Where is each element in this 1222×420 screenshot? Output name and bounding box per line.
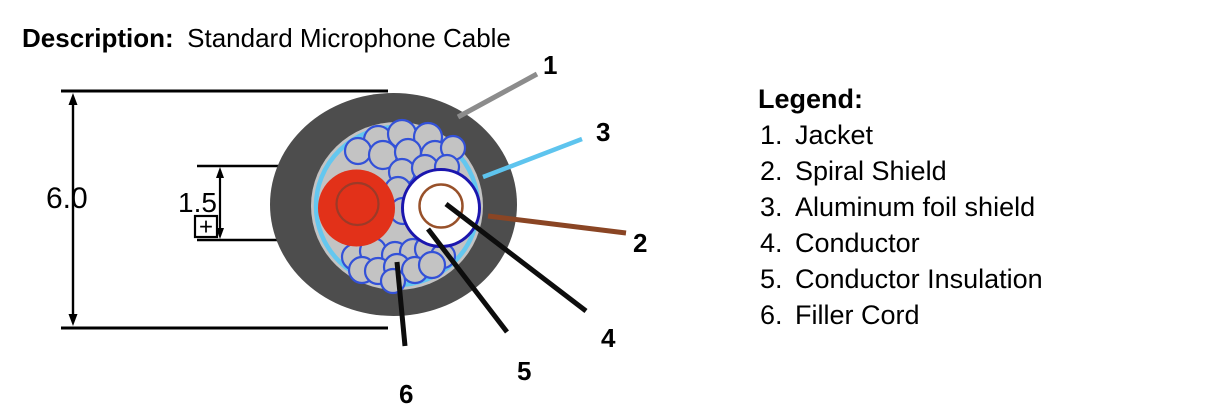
legend-item-label: Jacket <box>795 120 874 150</box>
leader-line-spiral-shield <box>487 213 627 236</box>
callout-label-conductor-insulation: 5 <box>517 356 531 386</box>
position-tolerance-symbol: + <box>199 214 213 241</box>
callout-labels: 1 3 2 4 5 6 <box>399 50 647 409</box>
callout-leaders <box>394 71 627 347</box>
legend-item-number: 4. <box>760 228 783 258</box>
leader-line-conductor-insulation <box>426 227 509 334</box>
dim-6-arrow-up-icon <box>68 93 78 105</box>
callout-label-aluminum-foil-shield: 3 <box>596 117 610 147</box>
leader-line-foil <box>482 136 583 180</box>
leader-line-jacket <box>456 71 539 120</box>
position-tolerance-box <box>193 214 219 239</box>
legend-item-number: 5. <box>760 264 783 294</box>
legend-item-label: Conductor Insulation <box>795 264 1043 294</box>
conductor-insulation-red <box>318 169 395 247</box>
callout-label-conductor: 4 <box>601 323 616 353</box>
legend-item-number: 2. <box>760 156 783 186</box>
legend-item-number: 1. <box>760 120 783 150</box>
page-title-value: Standard Microphone Cable <box>187 23 511 53</box>
shield-strand <box>417 250 447 280</box>
legend-item-label: Conductor <box>795 228 920 258</box>
dim-15-value: 1.5 <box>178 187 217 218</box>
dim-6-value: 6.0 <box>46 182 88 215</box>
legend: Legend: 1. Jacket 2. Spiral Shield 3. Al… <box>758 84 1043 330</box>
callout-label-spiral-shield: 2 <box>633 228 647 258</box>
outer-diameter-dimension: 6.0 <box>46 89 388 330</box>
page-title: Description: Standard Microphone Cable <box>22 23 511 53</box>
callout-label-jacket: 1 <box>543 50 557 80</box>
legend-item-label: Filler Cord <box>795 300 920 330</box>
leader-line-filler-cord <box>394 261 408 347</box>
legend-item-number: 6. <box>760 300 783 330</box>
dim-15-arrow-up-icon <box>216 167 224 178</box>
legend-item-label: Spiral Shield <box>795 156 947 186</box>
leader-line-conductor <box>444 202 588 313</box>
shield-strand <box>343 136 373 166</box>
callout-label-filler-cord: 6 <box>399 379 413 409</box>
dim-6-arrow-down-icon <box>68 314 78 326</box>
conductor-core-brown <box>418 183 464 229</box>
page-title-label: Description: <box>22 23 174 53</box>
legend-heading: Legend: <box>758 84 863 114</box>
conductor-core-red <box>335 181 380 227</box>
legend-item-label: Aluminum foil shield <box>795 192 1035 222</box>
cable-cross-section <box>270 93 517 316</box>
spiral-shield-strands <box>340 118 467 295</box>
legend-item-number: 3. <box>760 192 783 222</box>
